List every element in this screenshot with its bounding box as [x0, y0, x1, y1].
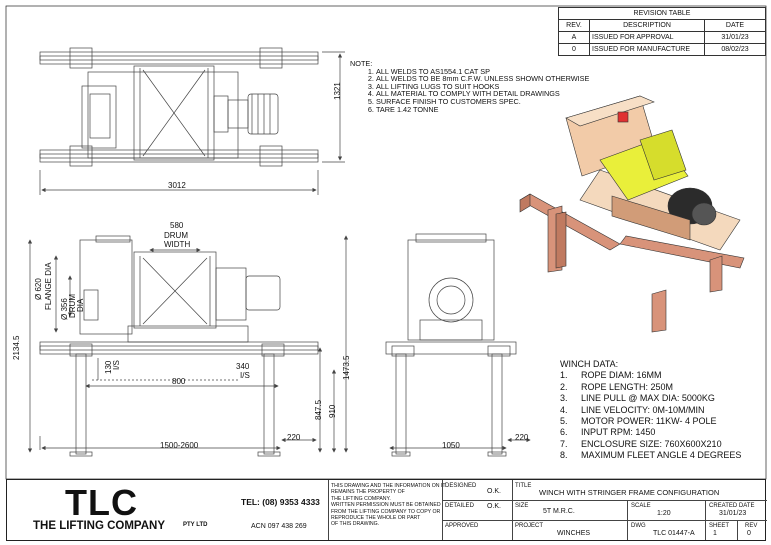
- revision-header-rev: REV.: [558, 19, 590, 32]
- dim-flange-dia-label: FLANGE DIA: [44, 262, 53, 310]
- sheet-label: SHEET: [709, 523, 730, 529]
- winch-data-item: 4.LINE VELOCITY: 0M-10M/MIN: [560, 404, 705, 415]
- sheet-value: 1: [713, 530, 717, 537]
- winch-data-item: 5.MOTOR POWER: 11KW- 4 POLE: [560, 416, 717, 427]
- detailed-value: O.K.: [487, 503, 502, 510]
- notes-block: NOTE: ALL WELDS TO AS1554.1 CAT SP ALL W…: [350, 60, 589, 113]
- dim-is-340-label: I/S: [240, 371, 250, 380]
- dwg-value: TLC 01447-A: [653, 530, 695, 537]
- note-item: ALL WELDS TO AS1554.1 CAT SP: [376, 67, 589, 76]
- dim-top-width: 3012: [168, 181, 186, 190]
- revision-description: ISSUED FOR APPROVAL: [589, 31, 705, 44]
- revision-header-date: DATE: [704, 19, 766, 32]
- designed-label: DESIGNED: [445, 483, 477, 489]
- winch-data-item: 1.ROPE DIAM: 16MM: [560, 370, 662, 381]
- winch-data-item: 2.ROPE LENGTH: 250M: [560, 381, 674, 392]
- winch-data-item: 3.LINE PULL @ MAX DIA: 5000KG: [560, 393, 715, 404]
- dim-base-800: 800: [172, 377, 186, 386]
- dim-side-width: 1050: [442, 441, 460, 450]
- dim-is-130-label: I/S: [112, 360, 121, 370]
- side-view: [385, 233, 531, 457]
- company-telephone: TEL: (08) 9353 4333: [241, 497, 320, 507]
- winch-data-item: 7.ENCLOSURE SIZE: 760X600X210: [560, 438, 722, 449]
- revision-table-title: REVISION TABLE: [558, 7, 766, 20]
- drawing-title: WINCH WITH STRINGER FRAME CONFIGURATION: [539, 488, 720, 497]
- dim-foot-220-right: 220: [515, 433, 529, 442]
- rev-label: REV: [745, 523, 758, 529]
- disclaimer-text: THIS DRAWING AND THE INFORMATION ON IT R…: [331, 483, 446, 528]
- notes-heading: NOTE:: [350, 59, 373, 68]
- created-label: CREATED DATE: [709, 503, 755, 509]
- dim-side-height: 1473.5: [342, 355, 351, 380]
- rev-value: 0: [747, 530, 751, 537]
- scale-value: 1:20: [657, 510, 671, 517]
- approved-label: APPROVED: [445, 523, 479, 529]
- dim-drum-dia-label: DIA: [76, 298, 85, 312]
- dim-overall-height: 2134.5: [12, 335, 21, 360]
- note-item: ALL MATERIAL TO COMPLY WITH DETAIL DRAWI…: [376, 90, 589, 98]
- project-value: WINCHES: [557, 530, 591, 537]
- note-item: ALL WELDS TO BE 8mm C.F.W. UNLESS SHOWN …: [376, 75, 589, 83]
- project-label: PROJECT: [515, 523, 544, 529]
- size-value: 5T M.R.C.: [543, 508, 575, 515]
- dim-drum-width-label: WIDTH: [164, 240, 191, 249]
- size-label: SIZE: [515, 503, 529, 509]
- company-suffix: PTY LTD: [183, 522, 208, 528]
- title-label: TITLE: [515, 483, 532, 489]
- created-value: 31/01/23: [719, 510, 747, 517]
- company-acn: ACN 097 438 269: [251, 523, 307, 530]
- note-item: SURFACE FINISH TO CUSTOMERS SPEC.: [376, 98, 589, 106]
- detailed-label: DETAILED: [445, 503, 474, 509]
- front-view: [27, 235, 349, 457]
- scale-label: SCALE: [631, 503, 651, 509]
- note-item: ALL LIFTING LUGS TO SUIT HOOKS: [376, 83, 589, 91]
- revision-header-description: DESCRIPTION: [589, 19, 705, 32]
- dim-flange-dia-value: Ø 620: [34, 278, 43, 300]
- winch-data-block: WINCH DATA: 1.ROPE DIAM: 16MM 2.ROPE LEN…: [560, 359, 741, 462]
- revision-rev: 0: [558, 43, 590, 56]
- dim-drum-width-label: DRUM: [164, 231, 188, 240]
- revision-description: ISSUED FOR MANUFACTURE: [589, 43, 705, 56]
- winch-data-item: 8.MAXIMUM FLEET ANGLE 4 DEGREES: [560, 450, 742, 461]
- dim-span-range: 1500-2600: [160, 441, 199, 450]
- dim-foot-220-left: 220: [287, 433, 301, 442]
- dim-leg-910: 910: [328, 404, 337, 418]
- revision-date: 31/01/23: [704, 31, 766, 44]
- winch-data-item: 6.INPUT RPM: 1450: [560, 427, 656, 438]
- company-logo: TLC: [65, 482, 138, 523]
- revision-row: 0 ISSUED FOR MANUFACTURE 08/02/23: [558, 43, 766, 56]
- dwg-label: DWG: [631, 523, 646, 529]
- revision-table: REVISION TABLE REV. DESCRIPTION DATE A I…: [558, 7, 766, 56]
- dim-is-340-value: 340: [236, 362, 250, 371]
- title-block: TLC THE LIFTING COMPANY PTY LTD TEL: (08…: [6, 479, 767, 541]
- revision-rev: A: [558, 31, 590, 44]
- dim-top-height: 1321: [333, 82, 342, 100]
- revision-row: A ISSUED FOR APPROVAL 31/01/23: [558, 31, 766, 44]
- company-name: THE LIFTING COMPANY: [33, 520, 166, 532]
- isometric-3d-view: [519, 95, 745, 333]
- dim-leg-847: 847.5: [314, 399, 323, 420]
- winch-data-heading: WINCH DATA:: [560, 359, 619, 369]
- top-view: [39, 47, 345, 195]
- revision-date: 08/02/23: [704, 43, 766, 56]
- designed-value: O.K.: [487, 488, 502, 495]
- dim-drum-width-value: 580: [170, 221, 184, 230]
- note-item: TARE 1.42 TONNE: [376, 105, 589, 114]
